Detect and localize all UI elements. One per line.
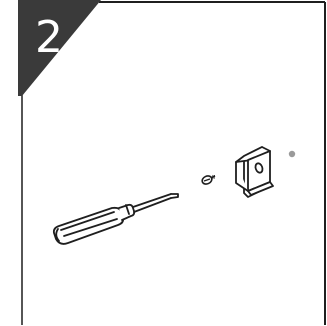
step-badge	[18, 0, 101, 96]
bracket-icon	[235, 146, 274, 198]
screwdriver-icon	[52, 193, 179, 245]
step-number: 2	[35, 12, 63, 63]
dot-icon	[288, 150, 296, 158]
screw-icon	[201, 174, 216, 185]
